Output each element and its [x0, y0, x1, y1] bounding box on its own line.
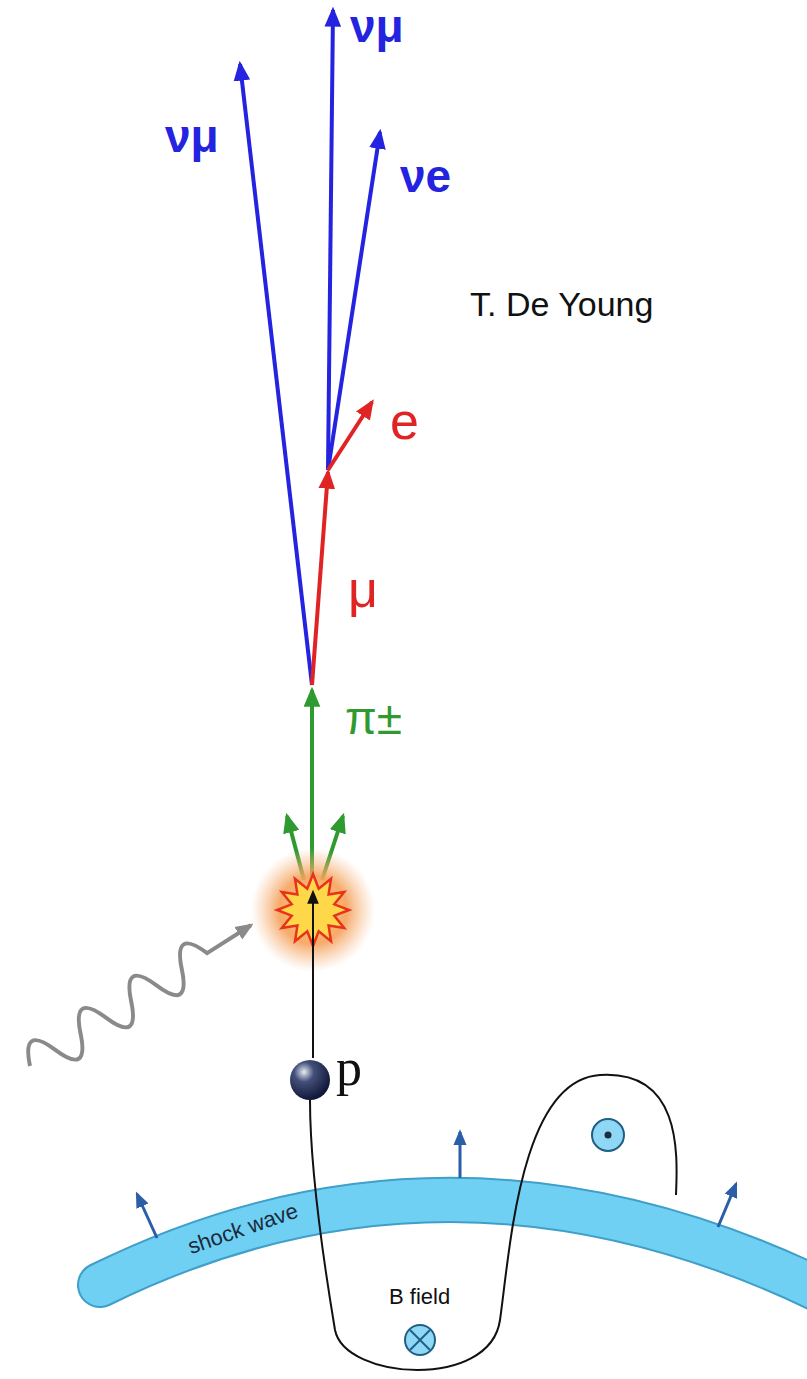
band-shape	[0, 1100, 807, 1310]
shock-wave-band: shock wave	[0, 1100, 807, 1310]
field-label: B field	[389, 1284, 450, 1309]
neutrino-label: νe	[400, 150, 451, 203]
neutrino-label: νμ	[165, 110, 219, 163]
electron-label: e	[390, 392, 419, 452]
neutrino-label: νμ	[350, 0, 404, 53]
credit-label: T. De Young	[470, 285, 653, 324]
pion-label: π±	[345, 692, 402, 745]
muon-label: μ	[348, 560, 378, 620]
proton-label: p	[336, 1038, 362, 1098]
